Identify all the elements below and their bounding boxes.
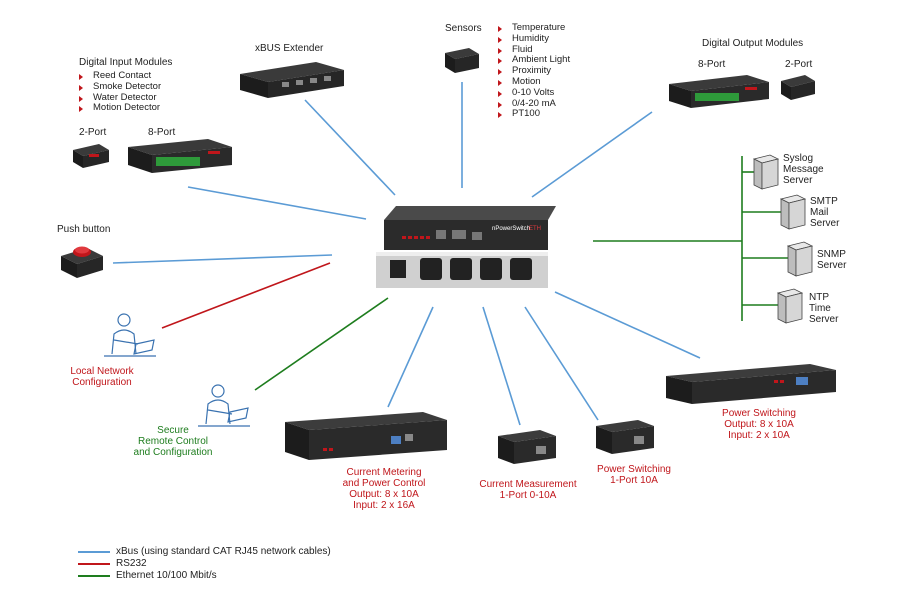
main-device-brand: nPowerSwitch xyxy=(492,226,530,232)
output-2port-label: 2-Port xyxy=(785,59,813,70)
digital-input-list: Reed Contact Smoke Detector Water Detect… xyxy=(76,70,161,114)
legend-rs232-swatch xyxy=(78,563,110,565)
list-item: Ambient Light xyxy=(495,55,570,66)
push-button-title: Push button xyxy=(57,224,111,235)
legend-ethernet-swatch xyxy=(78,575,110,577)
power-switch-1port-label: Power Switching 1-Port 10A xyxy=(597,464,671,486)
output-module-2port-icon xyxy=(781,75,815,100)
sensor-icon xyxy=(445,48,479,73)
list-item: Motion Detector xyxy=(76,103,161,114)
measurement-label: Current Measurement 1-Port 0-10A xyxy=(479,479,577,501)
list-item: Temperature xyxy=(495,22,570,34)
smtp-server-icon xyxy=(779,194,807,230)
xbus-line-measurement xyxy=(482,306,521,426)
legend-xbus: xBus (using standard CAT RJ45 network ca… xyxy=(116,546,331,557)
syslog-server-icon xyxy=(752,154,780,190)
list-item: Humidity xyxy=(495,33,570,45)
list-item: Smoke Detector xyxy=(76,81,161,93)
list-item: Fluid xyxy=(495,44,570,56)
local-network-label: Local Network Configuration xyxy=(70,366,134,388)
legend-xbus-swatch xyxy=(78,551,110,553)
smtp-server-label: SMTP Mail Server xyxy=(810,196,840,229)
list-item: 0-10 Volts xyxy=(495,87,570,99)
digital-output-title: Digital Output Modules xyxy=(702,38,804,49)
measurement-unit-icon xyxy=(498,430,556,464)
power-switch-8port-icon xyxy=(666,364,836,404)
list-item: Reed Contact xyxy=(76,70,161,82)
list-item: PT100 xyxy=(495,109,570,120)
power-switch-1port-icon xyxy=(596,420,654,454)
input-8port-label: 8-Port xyxy=(148,127,176,138)
input-2port-label: 2-Port xyxy=(79,127,107,138)
list-item: 0/4-20 mA xyxy=(495,98,570,110)
rs232-line xyxy=(161,262,331,329)
xbus-line-input xyxy=(187,186,367,220)
xbus-line-switch8 xyxy=(554,291,701,359)
metering-rack-icon xyxy=(285,412,447,460)
xbus-line-metering xyxy=(387,306,434,408)
main-power-switch-icon: nPowerSwitch ETH xyxy=(376,206,556,288)
list-item: Proximity xyxy=(495,65,570,77)
push-button-icon xyxy=(61,246,103,278)
output-module-8port-icon xyxy=(669,75,769,108)
digital-input-title: Digital Input Modules xyxy=(79,57,173,68)
ntp-server-icon xyxy=(776,288,804,324)
metering-label: Current Metering and Power Control Outpu… xyxy=(342,467,426,511)
xbus-line-output xyxy=(531,111,653,198)
legend-rs232: RS232 xyxy=(116,558,147,569)
xbus-line-pushbutton xyxy=(112,254,333,264)
xbus-line-extender xyxy=(304,99,396,196)
syslog-server-label: Syslog Message Server xyxy=(783,153,824,186)
snmp-server-label: SNMP Server xyxy=(817,249,847,271)
sensors-list: Temperature Humidity Fluid Ambient Light… xyxy=(495,22,570,120)
xbus-line-switch1 xyxy=(524,306,599,421)
power-switch-8port-label: Power Switching Output: 8 x 10A Input: 2… xyxy=(722,408,796,441)
input-module-8port-icon xyxy=(128,139,232,173)
sensors-title: Sensors xyxy=(445,23,482,34)
ethernet-line-remote xyxy=(254,297,389,391)
list-item: Water Detector xyxy=(76,92,161,104)
input-module-2port-icon xyxy=(73,144,109,168)
output-8port-label: 8-Port xyxy=(698,59,726,70)
snmp-server-icon xyxy=(786,241,814,277)
xbus-extender-icon xyxy=(240,62,344,98)
local-user-icon xyxy=(104,313,156,357)
ntp-server-label: NTP Time Server xyxy=(809,292,839,325)
legend-ethernet: Ethernet 10/100 Mbit/s xyxy=(116,570,217,581)
secure-remote-label: Secure Remote Control and Configuration xyxy=(133,425,213,458)
main-device-model: ETH xyxy=(529,226,541,232)
xbus-extender-title: xBUS Extender xyxy=(255,43,324,54)
list-item: Motion xyxy=(495,76,570,88)
remote-user-icon xyxy=(198,384,250,427)
